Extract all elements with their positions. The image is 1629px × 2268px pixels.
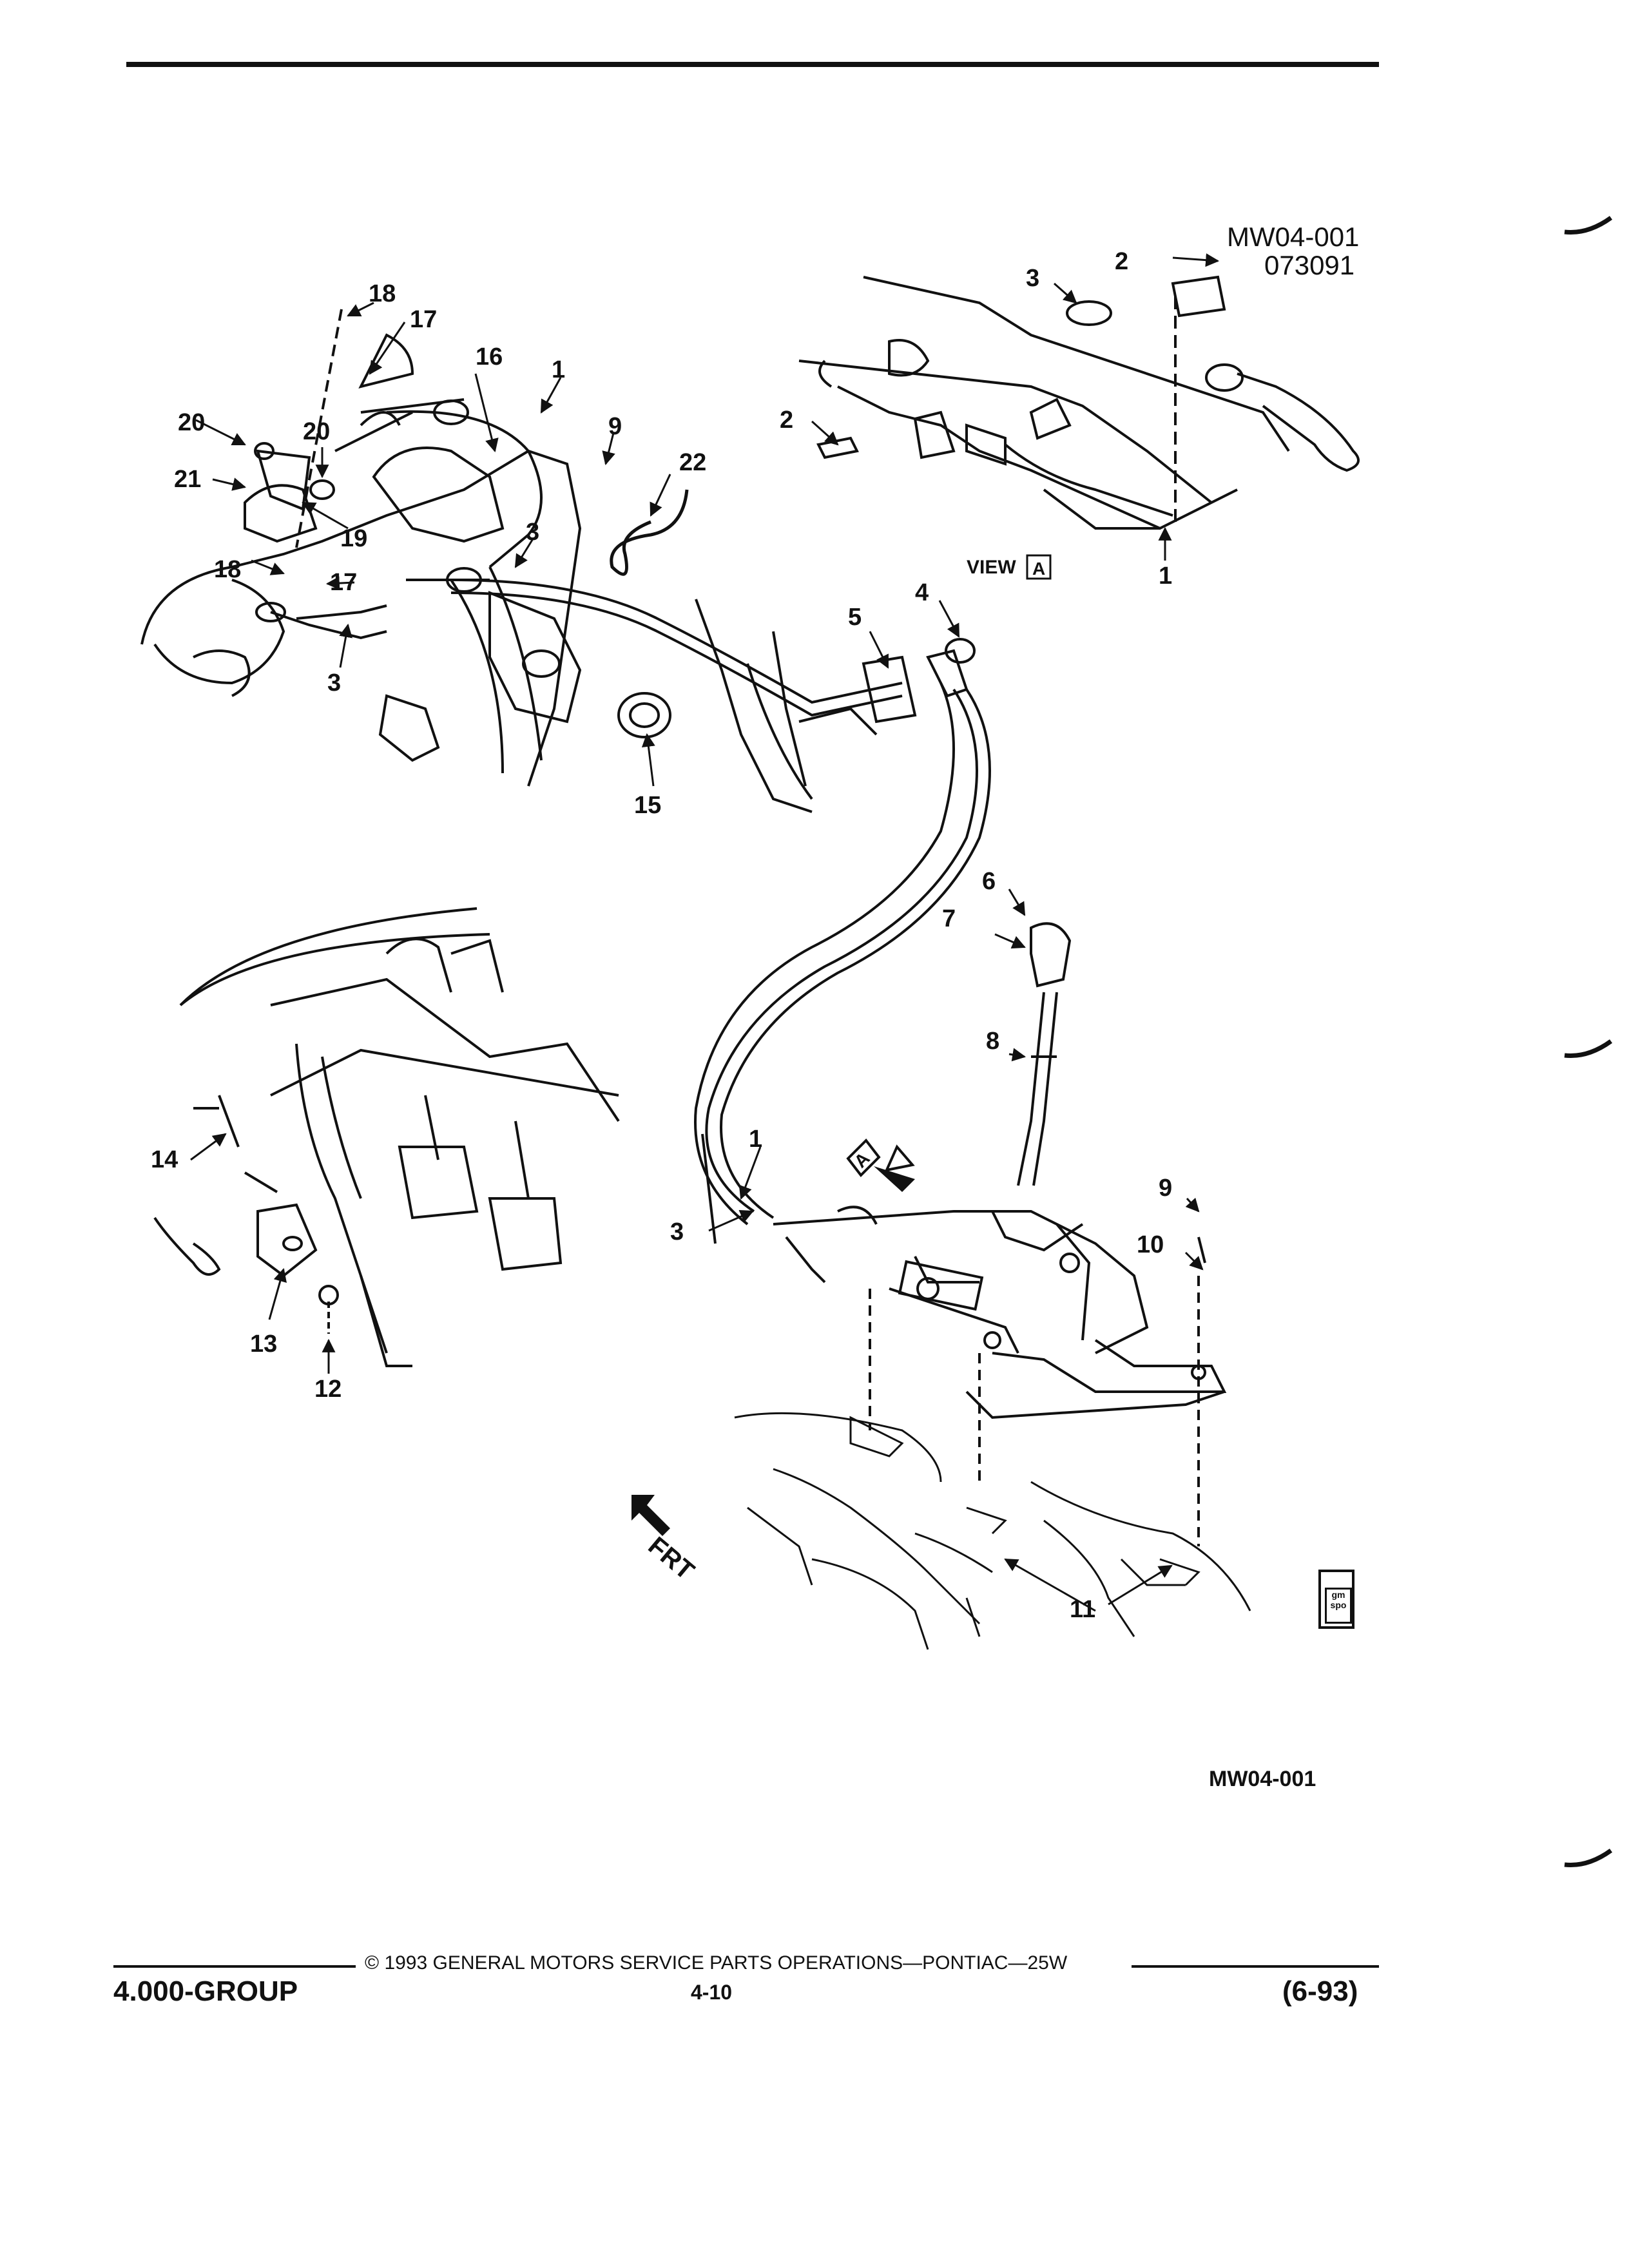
view-a-label: VIEW A [967, 554, 1052, 580]
footer-rule-left [113, 1965, 356, 1968]
switch-13 [256, 1203, 318, 1278]
direction-label: FRT [643, 1532, 700, 1586]
retaining-clip-22 [610, 489, 689, 576]
callout-1-top: 1 [552, 356, 565, 383]
footer-copyright: © 1993 GENERAL MOTORS SERVICE PARTS OPER… [365, 1952, 1068, 1974]
pedal-assembly [153, 907, 620, 1367]
callout-7: 7 [942, 905, 956, 932]
view-label-letter: A [1032, 559, 1045, 579]
top-rule [126, 62, 1379, 67]
callout-21: 21 [174, 466, 201, 493]
callout-3-view: 3 [1026, 265, 1039, 292]
gm-spo-logo: gm spo [1318, 1570, 1354, 1629]
floor-pan [734, 1412, 1251, 1650]
shift-lever-housing [372, 447, 505, 543]
footer-rule-right [1132, 1965, 1379, 1968]
callout-numbers: 2 3 2 1 4 5 1 16 9 22 3 3 17 18 19 20 21… [151, 248, 1172, 1623]
callout-9-lower: 9 [1159, 1175, 1172, 1202]
callout-1-lower: 1 [749, 1126, 762, 1153]
plug-15 [617, 692, 671, 738]
header-date-code: 073091 [1264, 250, 1355, 280]
callout-16: 16 [476, 343, 503, 370]
callout-leaders [190, 253, 1220, 1612]
cable-1-lower [705, 688, 978, 1213]
callout-17-lower: 17 [330, 569, 357, 596]
view-label-prefix: VIEW [967, 557, 1016, 578]
callout-15: 15 [634, 792, 661, 819]
cable-3-run [450, 579, 903, 704]
shift-cables [386, 410, 991, 1244]
view-a-marker: A [846, 1138, 915, 1192]
shift-knob-6 [1030, 922, 1072, 988]
binder-mark-top [1564, 216, 1613, 235]
transmission-case [140, 449, 582, 787]
callout-2-bolt: 2 [780, 407, 793, 434]
clutch-pedal-pad [488, 1197, 563, 1271]
figure-code: MW04-001 [1209, 1767, 1316, 1791]
callout-12: 12 [314, 1376, 342, 1403]
header-ref-code: MW04-001 [1227, 222, 1360, 252]
transmission-assembly [140, 411, 582, 787]
bracket-21 [256, 449, 311, 511]
callout-18-lower: 18 [214, 556, 241, 583]
callout-4: 4 [915, 579, 929, 606]
callout-17-top: 17 [410, 306, 437, 333]
cable-end-parts [254, 309, 490, 640]
callout-3-lower: 3 [670, 1218, 684, 1245]
callout-1-view: 1 [1159, 562, 1172, 590]
callout-13: 13 [250, 1331, 277, 1358]
view-marker-box [846, 1138, 881, 1178]
shifter-assembly [773, 922, 1227, 1546]
cable-1-upper [386, 410, 543, 568]
footer-page-number: 4-10 [691, 1981, 733, 2004]
callout-22: 22 [679, 449, 706, 476]
front-direction-arrow: FRT [631, 1495, 699, 1586]
callout-10: 10 [1137, 1231, 1164, 1258]
transmission-mount-nut [378, 694, 440, 762]
callout-8: 8 [986, 1028, 999, 1055]
callout-19: 19 [340, 525, 367, 552]
gm-spo-logo-text: gm spo [1325, 1588, 1352, 1624]
footer-revision: (6-93) [1282, 1975, 1358, 2007]
binder-mark-middle [1564, 1039, 1613, 1059]
callout-14: 14 [151, 1146, 178, 1173]
callout-5: 5 [848, 604, 862, 631]
callout-9-top: 9 [608, 413, 622, 440]
callout-6: 6 [982, 868, 996, 895]
view-a-bracket [798, 360, 1213, 504]
callout-3-left: 3 [327, 669, 341, 697]
callout-20-mid: 20 [303, 418, 330, 445]
callout-11: 11 [1070, 1596, 1095, 1623]
callout-20-left: 20 [178, 409, 205, 436]
callout-3-top: 3 [526, 519, 539, 546]
callout-18-top: 18 [369, 280, 396, 307]
footer-group: 4.000-GROUP [113, 1975, 298, 2007]
callout-2-view: 2 [1115, 248, 1128, 275]
brake-pedal-pad [398, 1146, 479, 1220]
view-a-panel-edge [863, 276, 1290, 452]
binder-mark-bottom [1564, 1849, 1613, 1868]
view-a-detail [798, 275, 1360, 530]
